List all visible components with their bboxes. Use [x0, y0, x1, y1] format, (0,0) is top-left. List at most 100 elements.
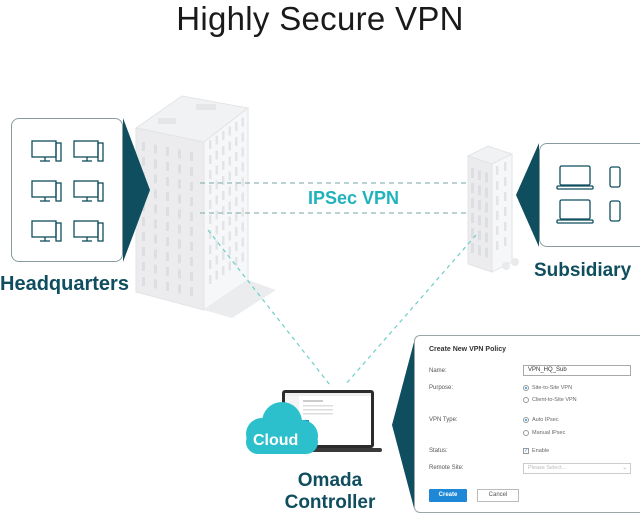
remote-site-select[interactable]: Please Select... ⌄ — [523, 463, 631, 474]
subsidiary-building — [466, 145, 519, 273]
window — [496, 226, 499, 235]
window — [504, 162, 507, 171]
window — [154, 159, 157, 169]
window — [154, 144, 157, 154]
window — [154, 249, 157, 259]
option-label: Auto IPsec — [532, 417, 559, 423]
window — [504, 222, 507, 231]
window — [241, 132, 244, 142]
window — [504, 237, 507, 246]
window — [485, 232, 488, 243]
window — [166, 177, 169, 186]
window — [209, 185, 212, 194]
radio-icon[interactable] — [523, 397, 529, 403]
window — [222, 146, 225, 155]
window — [166, 267, 169, 276]
chevron-down-icon: ⌄ — [622, 465, 627, 471]
window — [222, 191, 225, 200]
window — [178, 194, 181, 204]
window — [478, 185, 481, 196]
window — [504, 192, 507, 201]
status-enable-checkbox[interactable]: ✓ Enable — [523, 448, 549, 454]
omada-label-line2: Controller — [284, 492, 376, 513]
window — [166, 222, 169, 231]
window — [178, 164, 181, 174]
window — [485, 187, 488, 198]
window — [222, 266, 225, 275]
window — [496, 196, 499, 205]
window — [209, 245, 212, 254]
window — [166, 192, 169, 201]
desktop-icon — [73, 220, 104, 242]
window — [209, 260, 212, 269]
window — [485, 247, 488, 258]
window — [471, 198, 474, 208]
sub-pointer — [516, 143, 539, 247]
window — [178, 239, 181, 249]
cancel-button[interactable]: Cancel — [477, 489, 519, 502]
window — [215, 195, 218, 205]
remote-site-label: Remote Site: — [429, 465, 464, 471]
checkbox-checked-icon[interactable]: ✓ — [523, 448, 529, 454]
window — [235, 182, 238, 191]
hq-device-grid — [31, 140, 104, 242]
window — [190, 242, 193, 251]
window — [241, 117, 244, 127]
window — [504, 207, 507, 216]
window — [235, 152, 238, 161]
window — [496, 211, 499, 220]
window — [241, 252, 244, 262]
window — [178, 284, 181, 294]
subsidiary-label: Subsidiary — [534, 260, 632, 281]
window — [235, 167, 238, 176]
window — [142, 247, 145, 256]
option-label: Enable — [532, 448, 550, 454]
radio-selected-icon[interactable] — [523, 417, 529, 423]
window — [471, 243, 474, 253]
window — [235, 197, 238, 206]
window — [496, 166, 499, 175]
window — [142, 277, 145, 286]
laptop-icon — [556, 199, 594, 224]
window — [228, 231, 231, 241]
sub-device-grid — [556, 165, 621, 224]
window — [190, 227, 193, 236]
vpn-type-option-auto[interactable]: Auto IPsec — [523, 417, 559, 423]
vpn-type-option-manual[interactable]: Manual IPsec — [523, 430, 565, 436]
radio-selected-icon[interactable] — [523, 385, 529, 391]
radio-icon[interactable] — [523, 430, 529, 436]
window — [215, 270, 218, 280]
window — [209, 200, 212, 209]
window — [209, 140, 212, 149]
window — [235, 257, 238, 266]
window — [178, 224, 181, 234]
create-button[interactable]: Create — [429, 489, 467, 502]
window — [215, 255, 218, 265]
name-input[interactable]: VPN_HQ_Sub — [523, 365, 631, 376]
option-label: Manual IPsec — [532, 430, 566, 436]
window — [209, 155, 212, 164]
desktop-icon — [31, 220, 62, 242]
window — [190, 287, 193, 296]
window — [154, 204, 157, 214]
window — [209, 275, 212, 284]
hq-pointer — [123, 118, 150, 262]
desktop-icon — [31, 140, 62, 162]
desktop-icon — [73, 140, 104, 162]
purpose-option-client-to-site[interactable]: Client-to-Site VPN — [523, 397, 577, 403]
window — [235, 137, 238, 146]
dialog-pointer — [392, 342, 414, 508]
window — [478, 230, 481, 241]
window — [471, 228, 474, 238]
window — [190, 272, 193, 281]
desktop-icon — [73, 180, 104, 202]
phone-icon — [609, 200, 621, 222]
window — [154, 219, 157, 229]
window — [166, 162, 169, 171]
status-label: Status: — [429, 448, 448, 454]
option-label: Client-to-Site VPN — [532, 397, 577, 403]
laptop-icon — [556, 165, 594, 190]
purpose-option-site-to-site[interactable]: Site-to-Site VPN — [523, 385, 572, 391]
hq-to-controller-line — [207, 229, 331, 386]
window — [154, 189, 157, 199]
